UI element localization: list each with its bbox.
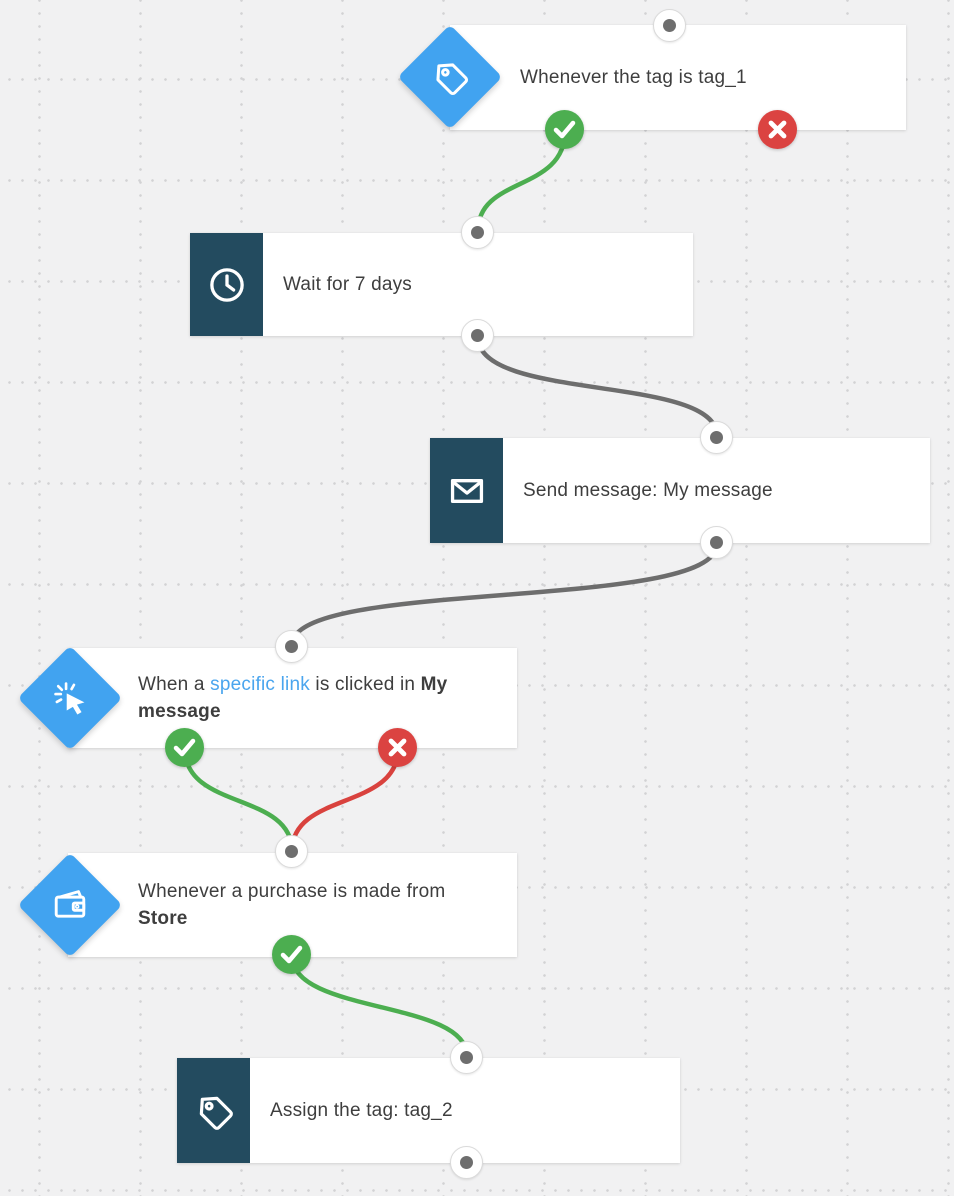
entry-connector-dot[interactable] [653, 9, 686, 42]
node-text: is clicked in [309, 674, 421, 695]
edge-wait-to-send [475, 334, 720, 439]
node-text: Wait for 7 days [283, 274, 413, 295]
link-no-x-icon[interactable] [378, 728, 417, 767]
node-label: Wait for 7 days [283, 271, 412, 298]
envelope-icon [430, 438, 503, 543]
node-send-message[interactable]: Send message: My message [430, 438, 930, 543]
node-condition-link-clicked[interactable]: When a specific link is clicked in My me… [68, 648, 517, 748]
assign-bottom-connector-dot[interactable] [450, 1146, 483, 1179]
node-text: Whenever the tag is tag_1 [520, 67, 747, 88]
cursor-click-icon [17, 645, 123, 751]
specific-link-text[interactable]: specific link [210, 674, 310, 695]
tag-yes-check-icon[interactable] [545, 110, 584, 149]
wait-bottom-connector-dot[interactable] [461, 319, 494, 352]
node-label: Send message: My message [523, 477, 773, 504]
clock-icon [190, 233, 263, 336]
edge-purchase-yes-to-assign [289, 953, 470, 1059]
node-label: Assign the tag: tag_2 [270, 1097, 453, 1124]
tag-icon [397, 24, 503, 130]
tag-no-x-icon[interactable] [758, 110, 797, 149]
node-trigger-tag[interactable]: Whenever the tag is tag_1 [450, 25, 906, 130]
edge-send-to-link [289, 541, 720, 648]
node-text: Assign the tag: tag_2 [270, 1100, 453, 1121]
node-label: Whenever a purchase is made from Store [138, 878, 473, 932]
node-text: When a [138, 674, 211, 695]
node-wait[interactable]: Wait for 7 days [190, 233, 693, 336]
send-top-connector-dot[interactable] [700, 421, 733, 454]
wait-top-connector-dot[interactable] [461, 216, 494, 249]
node-text-bold: Store [138, 908, 188, 929]
link-top-connector-dot[interactable] [275, 630, 308, 663]
node-assign-tag[interactable]: Assign the tag: tag_2 [177, 1058, 680, 1163]
wallet-icon [17, 852, 123, 958]
purchase-top-connector-dot[interactable] [275, 835, 308, 868]
link-yes-check-icon[interactable] [165, 728, 204, 767]
send-bottom-connector-dot[interactable] [700, 526, 733, 559]
node-text-bold: My message [138, 674, 448, 722]
node-label: Whenever the tag is tag_1 [520, 64, 855, 91]
purchase-yes-check-icon[interactable] [272, 935, 311, 974]
assign-top-connector-dot[interactable] [450, 1041, 483, 1074]
node-text: Whenever a purchase is made from [138, 881, 446, 902]
tag-icon [177, 1058, 250, 1163]
node-label: When a specific link is clicked in My me… [138, 671, 473, 725]
node-text: Send message: My message [523, 480, 773, 501]
